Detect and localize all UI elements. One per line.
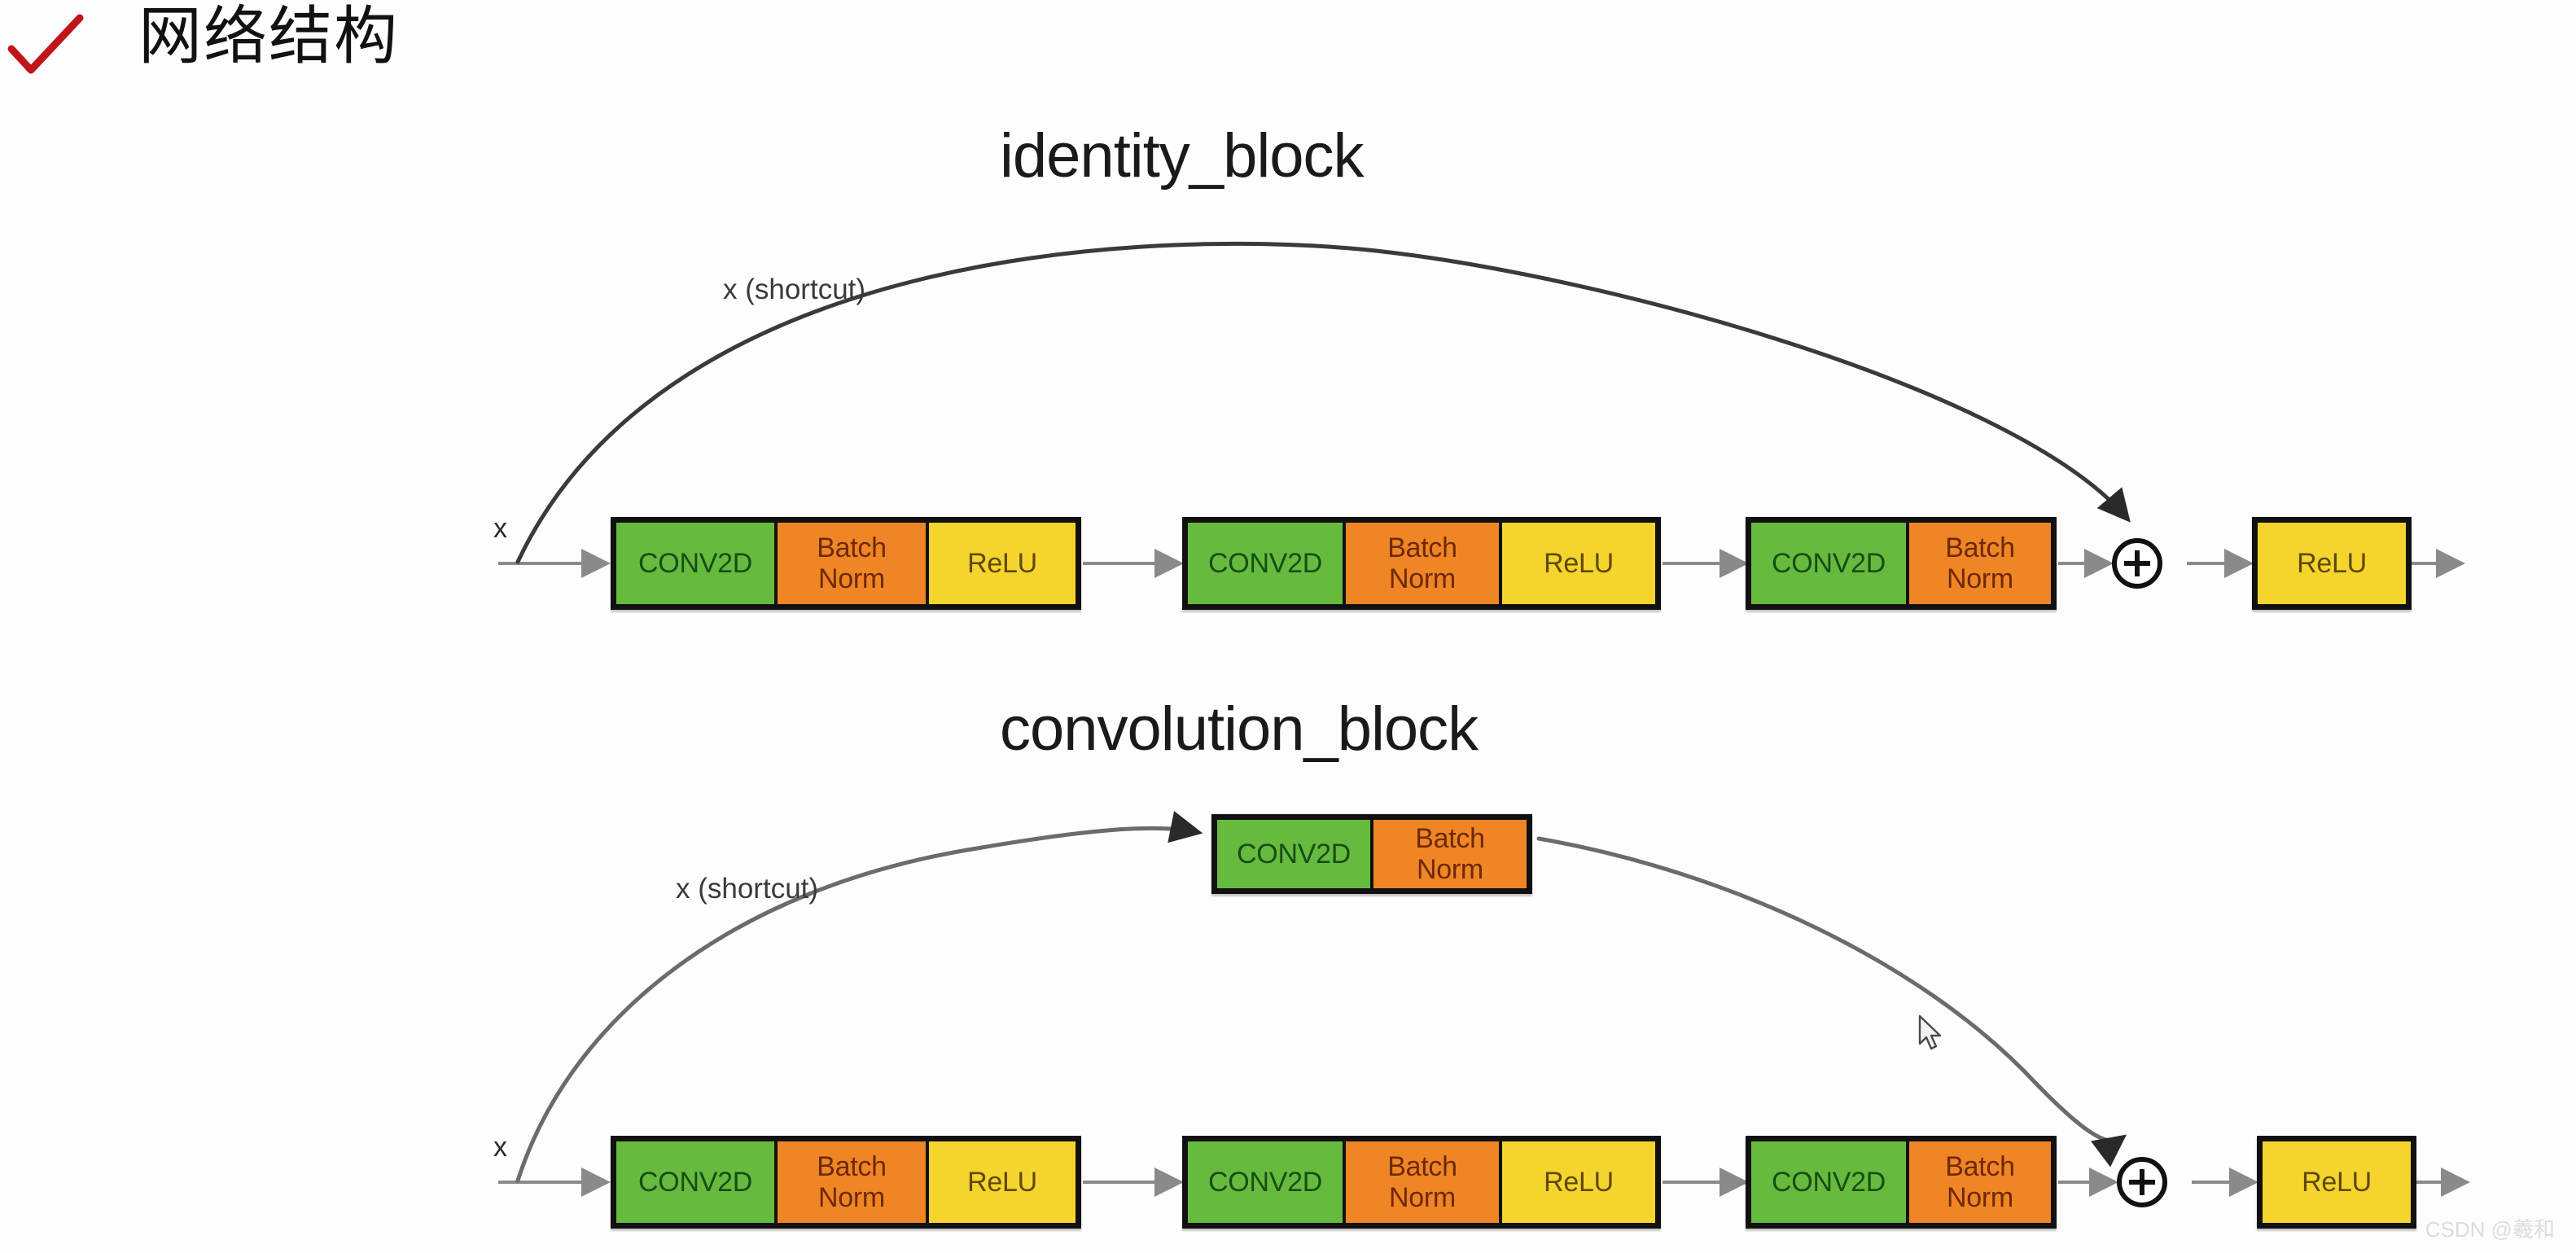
batchnorm-line2: Norm xyxy=(1947,1182,2013,1213)
batchnorm-line2: Norm xyxy=(818,1182,885,1213)
page-title: 网络结构 xyxy=(138,0,400,73)
batchnorm-line1: Batch xyxy=(817,532,887,563)
conv2d-cell[interactable]: CONV2D xyxy=(616,1141,778,1223)
batchnorm-cell[interactable]: Batch Norm xyxy=(1346,1141,1502,1223)
identity-stage-2[interactable]: CONV2D Batch Norm ReLU xyxy=(1182,517,1661,610)
convolution-shortcut-arc-right xyxy=(1536,836,2127,1168)
convolution-add-node[interactable] xyxy=(2117,1157,2167,1207)
batchnorm-line1: Batch xyxy=(1387,1150,1457,1182)
conv2d-cell[interactable]: CONV2D xyxy=(616,523,778,604)
relu-cell[interactable]: ReLU xyxy=(929,523,1076,604)
convolution-shortcut-stage[interactable]: CONV2D Batch Norm xyxy=(1211,814,1532,894)
conv2d-cell[interactable]: CONV2D xyxy=(1751,523,1909,604)
batchnorm-cell[interactable]: Batch Norm xyxy=(778,523,929,604)
relu-cell[interactable]: ReLU xyxy=(1502,1141,1655,1223)
convolution-shortcut-label: x (shortcut) xyxy=(676,873,819,905)
convolution-output-relu[interactable]: ReLU xyxy=(2257,1136,2416,1229)
identity-stage-1[interactable]: CONV2D Batch Norm ReLU xyxy=(611,517,1081,610)
batchnorm-cell[interactable]: Batch Norm xyxy=(1373,820,1527,888)
identity-add-node[interactable] xyxy=(2112,538,2162,589)
batchnorm-cell[interactable]: Batch Norm xyxy=(778,1141,929,1223)
convolution-stage-3[interactable]: CONV2D Batch Norm xyxy=(1746,1136,2057,1229)
identity-shortcut-label: x (shortcut) xyxy=(723,274,866,305)
conv2d-cell[interactable]: CONV2D xyxy=(1217,820,1373,888)
batchnorm-cell[interactable]: Batch Norm xyxy=(1909,523,2051,604)
watermark: CSDN @羲和 xyxy=(2425,1217,2555,1242)
identity-output-relu[interactable]: ReLU xyxy=(2252,517,2412,610)
batchnorm-line1: Batch xyxy=(1945,1150,2015,1182)
batchnorm-line1: Batch xyxy=(817,1150,887,1182)
batchnorm-line1: Batch xyxy=(1415,822,1485,854)
batchnorm-line2: Norm xyxy=(1947,563,2013,594)
identity-stage-3[interactable]: CONV2D Batch Norm xyxy=(1746,517,2057,610)
identity-block-title: identity_block xyxy=(1000,121,1364,191)
batchnorm-cell[interactable]: Batch Norm xyxy=(1346,523,1502,604)
convolution-block-title: convolution_block xyxy=(1000,694,1479,764)
conv2d-cell[interactable]: CONV2D xyxy=(1188,1141,1346,1223)
conv2d-cell[interactable]: CONV2D xyxy=(1188,523,1346,604)
identity-input-x-label: x xyxy=(493,513,507,544)
convolution-stage-2[interactable]: CONV2D Batch Norm ReLU xyxy=(1182,1136,1661,1229)
relu-cell[interactable]: ReLU xyxy=(929,1141,1076,1223)
relu-cell[interactable]: ReLU xyxy=(2258,523,2406,604)
batchnorm-cell[interactable]: Batch Norm xyxy=(1909,1141,2051,1223)
convolution-stage-1[interactable]: CONV2D Batch Norm ReLU xyxy=(611,1136,1081,1229)
conv2d-cell[interactable]: CONV2D xyxy=(1751,1141,1909,1223)
batchnorm-line1: Batch xyxy=(1945,532,2015,563)
mouse-cursor xyxy=(1918,1014,1942,1050)
relu-cell[interactable]: ReLU xyxy=(2263,1141,2411,1223)
batchnorm-line2: Norm xyxy=(1389,563,1456,594)
check-mark-icon xyxy=(7,14,84,74)
batchnorm-line2: Norm xyxy=(1417,854,1483,885)
convolution-shortcut-arc-left xyxy=(515,811,1203,1183)
batchnorm-line2: Norm xyxy=(1389,1182,1456,1213)
batchnorm-line1: Batch xyxy=(1387,532,1457,563)
relu-cell[interactable]: ReLU xyxy=(1502,523,1655,604)
batchnorm-line2: Norm xyxy=(818,563,885,594)
convolution-input-x-label: x xyxy=(493,1132,507,1163)
